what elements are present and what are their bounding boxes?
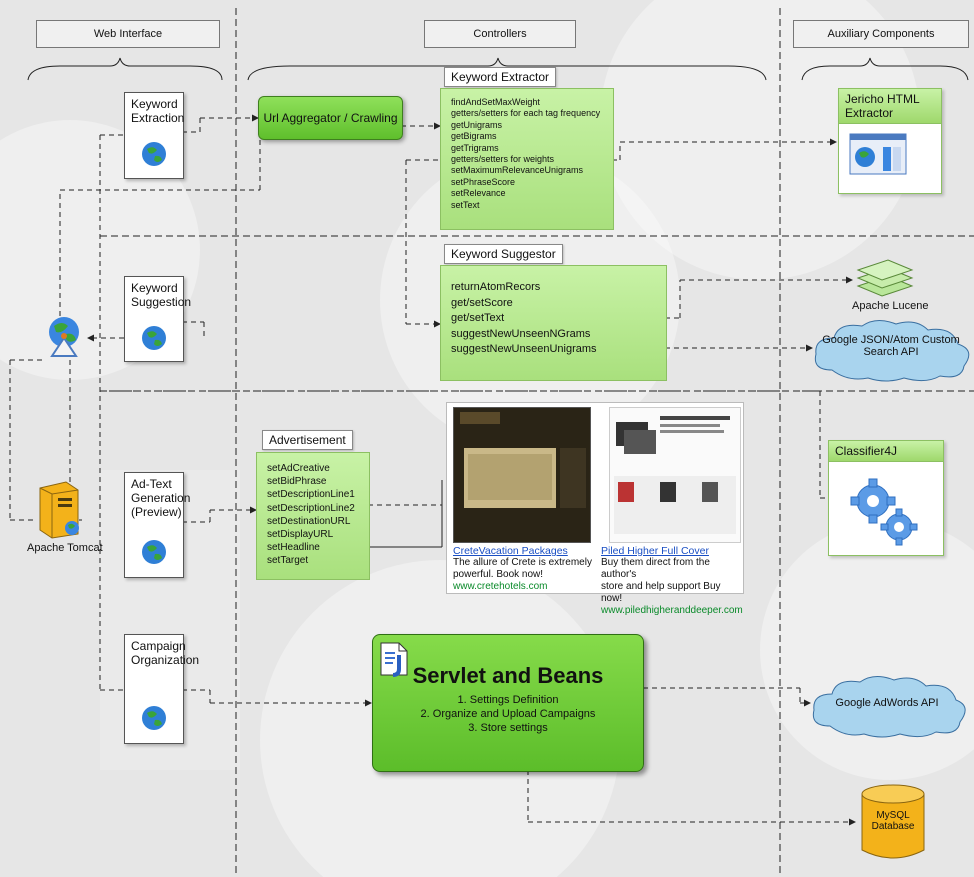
advertisement-methods: setAdCreative setBidPhrase setDescriptio… bbox=[257, 453, 369, 577]
servlet-item: 1. Settings Definition bbox=[457, 694, 559, 706]
ad-display-url: www.piledhigheranddeeper.com bbox=[601, 605, 743, 616]
method-item: setText bbox=[451, 199, 480, 210]
keyword-extraction-label: Keyword Extraction bbox=[131, 97, 185, 125]
server-icon bbox=[39, 481, 79, 539]
campaign-organization-page: Campaign Organization bbox=[124, 634, 199, 744]
method-item: suggestNewUnseenNGrams bbox=[451, 327, 591, 340]
method-item: getBigrams bbox=[451, 131, 497, 142]
classifier4j-component: Classifier4J bbox=[828, 440, 944, 556]
ad-display-url: www.cretehotels.com bbox=[453, 581, 548, 592]
mysql-database-label: MySQL Database bbox=[871, 810, 915, 832]
cloud-icon bbox=[814, 320, 970, 382]
ad-description-2: powerful. Book now! bbox=[453, 569, 544, 580]
header-auxiliary-components: Auxiliary Components bbox=[793, 20, 969, 48]
java-document-icon bbox=[380, 642, 408, 677]
website-thumbnail bbox=[609, 407, 741, 543]
method-item: setDescriptionLine2 bbox=[267, 502, 355, 514]
google-adwords-label: Google AdWords API bbox=[835, 697, 939, 709]
database-icon bbox=[861, 784, 925, 859]
keyword-suggestion-label: Keyword Suggestion bbox=[131, 281, 192, 309]
method-item: suggestNewUnseenUnigrams bbox=[451, 343, 597, 355]
jericho-label: Jericho HTML Extractor bbox=[839, 89, 941, 124]
method-item: setMaximumRelevanceUnigrams bbox=[451, 165, 584, 176]
method-item: setBidPhrase bbox=[267, 476, 327, 488]
method-item: getTrigrams bbox=[451, 142, 499, 153]
advertisement-box: setAdCreative setBidPhrase setDescriptio… bbox=[256, 452, 370, 580]
globe-icon bbox=[142, 326, 166, 350]
header-web-interface: Web Interface bbox=[36, 20, 220, 48]
keyword-suggestor-label: Keyword Suggestor bbox=[444, 244, 563, 264]
campaign-label: Campaign Organization bbox=[131, 639, 200, 667]
apache-tomcat-label: Apache Tomcat bbox=[27, 542, 103, 554]
method-item: setAdCreative bbox=[267, 463, 330, 474]
browser-globe-icon bbox=[49, 317, 79, 357]
bg-decoration bbox=[760, 520, 974, 780]
cloud-icon bbox=[812, 676, 966, 738]
ad-description-1: The allure of Crete is extremely bbox=[453, 557, 592, 568]
google-search-label: Google JSON/Atom Custom Search API bbox=[822, 334, 960, 358]
ad-preview-1: CreteVacation Packages The allure of Cre… bbox=[453, 545, 603, 593]
website-thumbnail bbox=[453, 407, 591, 543]
servlet-beans-box: Servlet and Beans 1. Settings Definition… bbox=[372, 634, 644, 772]
url-aggregator-box: Url Aggregator / Crawling bbox=[258, 96, 403, 140]
servlet-items: 1. Settings Definition 2. Organize and U… bbox=[373, 693, 643, 735]
servlet-item: 3. Store settings bbox=[468, 722, 548, 734]
method-item: getUnigrams bbox=[451, 119, 503, 130]
apache-lucene-label: Apache Lucene bbox=[852, 300, 929, 312]
method-item: getters/setters for each tag frequency bbox=[451, 108, 601, 119]
method-item: get/setScore bbox=[451, 296, 513, 309]
ad-title-link[interactable]: Piled Higher Full Cover bbox=[601, 545, 709, 557]
keyword-extractor-box: findAndSetMaxWeight getters/setters for … bbox=[440, 88, 614, 230]
method-item: setDisplayURL bbox=[267, 529, 334, 541]
method-item: setPhraseScore bbox=[451, 176, 516, 187]
jericho-component: Jericho HTML Extractor bbox=[838, 88, 942, 194]
keyword-suggestion-page: Keyword Suggestion bbox=[124, 276, 191, 362]
suggestor-methods: returnAtomRecors get/setScore get/setTex… bbox=[441, 266, 666, 372]
ad-title-link[interactable]: CreteVacation Packages bbox=[453, 545, 568, 557]
ad-preview-2: Piled Higher Full Cover Buy them direct … bbox=[601, 545, 743, 617]
keyword-extraction-page: Keyword Extraction bbox=[124, 92, 184, 179]
method-item: get/setText bbox=[451, 312, 505, 324]
method-item: setDestinationURL bbox=[267, 515, 351, 527]
method-item: setRelevance bbox=[451, 188, 506, 199]
globe-icon bbox=[142, 706, 166, 730]
url-aggregator-label: Url Aggregator / Crawling bbox=[263, 111, 398, 125]
ad-description-2: store and help support Buy now! bbox=[601, 581, 721, 604]
method-item: setTarget bbox=[267, 555, 309, 567]
html-page-icon bbox=[849, 133, 907, 175]
ad-description-1: Buy them direct from the author's bbox=[601, 557, 710, 580]
method-item: findAndSetMaxWeight bbox=[451, 97, 540, 107]
classifier4j-label: Classifier4J bbox=[829, 441, 943, 462]
globe-icon bbox=[142, 142, 166, 166]
keyword-extractor-label: Keyword Extractor bbox=[444, 67, 557, 87]
documents-stack-icon bbox=[856, 259, 914, 297]
method-item: returnAtomRecors bbox=[451, 281, 541, 293]
ads-preview-panel: CreteVacation Packages The allure of Cre… bbox=[446, 402, 744, 616]
header-controllers: Controllers bbox=[424, 20, 576, 48]
globe-icon bbox=[142, 540, 166, 564]
extractor-methods: findAndSetMaxWeight getters/setters for … bbox=[441, 89, 613, 219]
ad-text-label: Ad-Text Generation (Preview) bbox=[131, 477, 191, 519]
method-item: setDescriptionLine1 bbox=[267, 489, 355, 501]
ad-text-generation-page: Ad-Text Generation (Preview) bbox=[124, 472, 190, 578]
method-item: getters/setters for weights bbox=[451, 154, 555, 165]
advertisement-label: Advertisement bbox=[262, 430, 353, 450]
gears-icon bbox=[850, 478, 918, 546]
method-item: setHeadline bbox=[267, 542, 320, 554]
servlet-title: Servlet and Beans bbox=[412, 663, 604, 688]
keyword-suggestor-box: returnAtomRecors get/setScore get/setTex… bbox=[440, 265, 667, 381]
servlet-item: 2. Organize and Upload Campaigns bbox=[420, 708, 596, 720]
